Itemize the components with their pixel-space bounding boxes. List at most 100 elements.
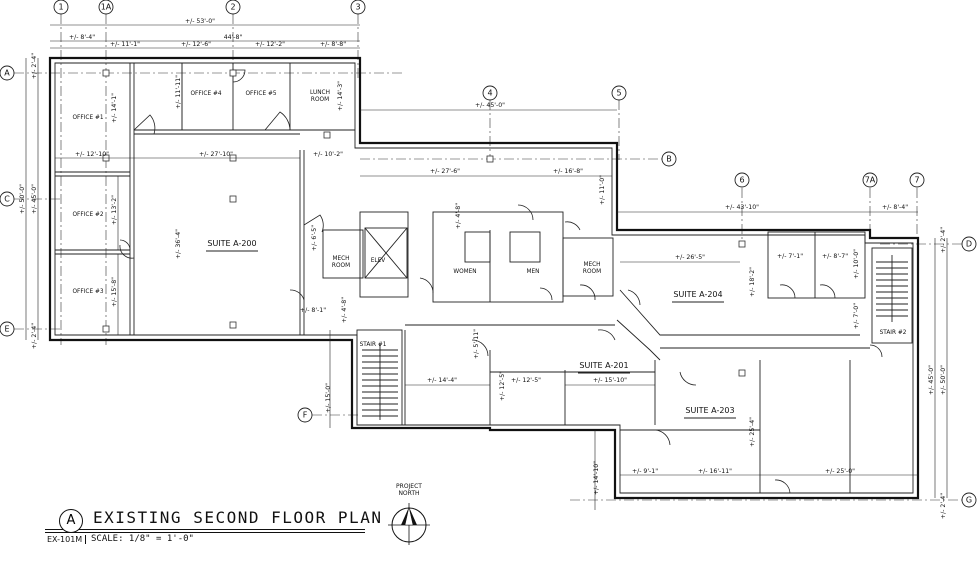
dim-11-11: +/- 11'-11" <box>175 75 182 109</box>
grid-label-e: E <box>4 325 9 334</box>
dim-45-0-b: +/- 45'-0" <box>31 184 38 214</box>
room-lunch-line2: ROOM <box>311 97 329 103</box>
dim-14-3: +/- 14'-3" <box>337 81 344 111</box>
dim-12-5-b: +/- 12'-5" <box>511 377 541 384</box>
room-office-4: OFFICE #4 <box>190 91 221 97</box>
room-stair-2: STAIR #2 <box>880 330 907 336</box>
detail-id-bubble: A <box>59 509 83 533</box>
grid-label-b: B <box>666 155 672 164</box>
dim-18-2: +/- 18'-2" <box>749 267 756 297</box>
room-mech-2-line1: MECH <box>583 262 600 268</box>
dim-13-2: +/- 13'-2" <box>111 195 118 225</box>
walls <box>48 56 920 500</box>
room-mech-2-line2: ROOM <box>583 269 601 275</box>
room-labels: OFFICE #1 OFFICE #2 OFFICE #3 OFFICE #4 … <box>72 90 906 415</box>
grid-label-5: 5 <box>616 89 621 98</box>
title-underline-thin <box>45 532 365 533</box>
dim-44ft: 44'-8" <box>224 34 243 41</box>
dimension-lines <box>25 24 948 510</box>
grid-label-1a: 1A <box>101 3 112 12</box>
dim-14-4: +/- 14'-4" <box>427 377 457 384</box>
dim-26-5: +/- 26'-5" <box>675 254 705 261</box>
north-label-line1: PROJECT <box>396 483 422 490</box>
dim-14-10: +/- 14'-10" <box>593 461 600 495</box>
north-arrow-icon <box>388 503 430 545</box>
room-mech-1-line2: ROOM <box>332 263 350 269</box>
sheet-number: EX-101M <box>47 535 87 544</box>
dim-10-0: +/- 10'-0" <box>853 249 860 279</box>
dim-14-1: +/- 14'-1" <box>111 93 118 123</box>
dim-7-0: +/- 7'-0" <box>853 303 860 329</box>
dim-25-4: +/- 25'-4" <box>749 417 756 447</box>
dim-4-8-b: +/- 4'-8" <box>455 203 462 229</box>
north-label-line2: NORTH <box>398 490 420 497</box>
north-label: PROJECT NORTH <box>386 483 432 497</box>
dim-8-1: +/- 8'-1" <box>300 307 326 314</box>
dim-16-8: +/- 16'-8" <box>553 168 583 175</box>
dim-7-1: +/- 7'-1" <box>777 253 803 260</box>
grid-label-f: F <box>303 411 308 420</box>
dim-15-10: +/- 15'-10" <box>593 377 627 384</box>
dim-45-0-a: +/- 45'-0" <box>475 102 505 109</box>
dim-25-0: +/- 25'-0" <box>825 468 855 475</box>
room-women: WOMEN <box>453 269 476 275</box>
dim-4-8: +/- 4'-8" <box>341 297 348 323</box>
drawing-scale: SCALE: 1/8" = 1'-0" <box>91 534 194 544</box>
dim-45-0-c: +/- 45'-0" <box>928 365 935 395</box>
grid-label-7: 7 <box>914 176 919 185</box>
dim-43-10: +/- 43'-10" <box>725 204 759 211</box>
grid-label-c: C <box>4 195 10 204</box>
north-arrow: PROJECT NORTH <box>386 483 432 549</box>
dimension-text: +/- 53'-0" 44'-8" +/- 8'-4" +/- 11'-1" +… <box>19 18 947 519</box>
room-stair-1: STAIR #1 <box>360 342 387 348</box>
dim-12-10: +/- 12'-10" <box>75 151 109 158</box>
dim-12-6: +/- 12'-6" <box>181 41 211 48</box>
dim-8-8: +/- 8'-8" <box>320 41 346 48</box>
dim-15-8: +/- 15'-8" <box>111 277 118 307</box>
room-office-3: OFFICE #3 <box>72 289 103 295</box>
dim-6-5: +/- 6'-5" <box>311 225 318 251</box>
dim-27-6: +/- 27'-6" <box>430 168 460 175</box>
room-suite-a200: SUITE A-200 <box>207 239 256 248</box>
drawing-title: EXISTING SECOND FLOOR PLAN <box>93 508 383 527</box>
title-underline <box>45 529 365 530</box>
grid-label-g: G <box>966 496 972 505</box>
room-suite-a201: SUITE A-201 <box>579 361 628 370</box>
dim-8-4: +/- 8'-4" <box>69 34 95 41</box>
grid-label-2: 2 <box>230 3 235 12</box>
doors <box>119 69 883 494</box>
dim-10-2: +/- 10'-2" <box>313 151 343 158</box>
dim-2-4-d: +/- 2'-4" <box>940 493 947 519</box>
dim-9-1: +/- 9'-1" <box>632 468 658 475</box>
room-office-1: OFFICE #1 <box>72 115 103 121</box>
grid-label-1: 1 <box>58 3 63 12</box>
dim-50-0-b: +/- 50'-0" <box>940 365 947 395</box>
dim-8-7: +/- 8'-7" <box>822 253 848 260</box>
grid-label-3: 3 <box>355 3 360 12</box>
dim-27-10: +/- 27'-10" <box>199 151 233 158</box>
grid-label-7a: 7A <box>865 176 876 185</box>
room-lunch-line1: LUNCH <box>310 90 330 96</box>
dim-12-2: +/- 12'-2" <box>255 41 285 48</box>
room-mech-1-line1: MECH <box>332 256 349 262</box>
room-office-2: OFFICE #2 <box>72 212 103 218</box>
room-suite-a203: SUITE A-203 <box>685 406 734 415</box>
dim-12-5-a: +/- 12'-5" <box>499 371 506 401</box>
room-suite-a204: SUITE A-204 <box>673 290 722 299</box>
suite-underlines <box>206 250 736 419</box>
title-block: A EXISTING SECOND FLOOR PLAN EX-101M SCA… <box>45 505 381 555</box>
dim-11-1: +/- 11'-1" <box>110 41 140 48</box>
dim-2-4-c: +/- 2'-4" <box>940 227 947 253</box>
grid-label-d: D <box>966 240 972 249</box>
grid-label-6: 6 <box>739 176 744 185</box>
dim-2-4-b: +/- 2'-4" <box>31 323 38 349</box>
grid-bubbles: 1 1A 2 3 4 5 6 7A 7 A B C D E F G <box>0 0 977 508</box>
dim-8-4-b: +/- 8'-4" <box>882 204 908 211</box>
dim-2-4-a: +/- 2'-4" <box>31 53 38 79</box>
room-men: MEN <box>526 269 539 275</box>
dim-16-11: +/- 16'-11" <box>698 468 732 475</box>
grid-label-4: 4 <box>487 89 492 98</box>
dim-50-0-a: +/- 50'-0" <box>19 184 26 214</box>
dim-53ft: +/- 53'-0" <box>185 18 215 25</box>
